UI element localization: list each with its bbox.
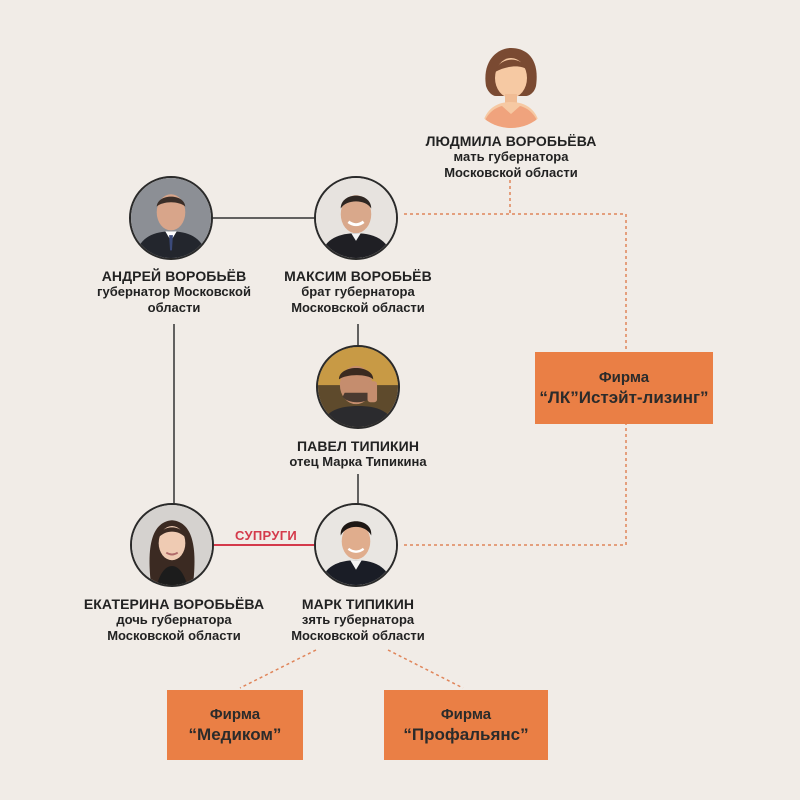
role-lyudmila-line2: Московской области <box>444 165 578 180</box>
firm-lk-label: Фирма <box>598 369 650 386</box>
role-pavel-line1: отец Марка Типикина <box>289 454 427 469</box>
role-lyudmila-line1: мать губернатора <box>453 149 569 164</box>
role-ekaterina-line1: дочь губернатора <box>116 612 232 627</box>
spouses-label: СУПРУГИ <box>235 528 298 543</box>
female-silhouette-icon <box>482 48 540 128</box>
name-ekaterina: ЕКАТЕРИНА ВОРОБЬЁВА <box>83 596 265 612</box>
man-in-suit-photo <box>131 178 211 258</box>
name-andrey: АНДРЕЙ ВОРОБЬЁВ <box>101 268 247 284</box>
link-mark-profalyans <box>387 649 464 689</box>
firm-box-lk: Фирма “ЛК”Истэйт-лизинг” <box>535 352 713 424</box>
young-man-photo <box>316 505 396 585</box>
label-andrey: АНДРЕЙ ВОРОБЬЁВ губернатор Московской об… <box>84 268 264 316</box>
label-ekaterina: ЕКАТЕРИНА ВОРОБЬЁВА дочь губернатора Мос… <box>70 596 278 644</box>
firm-medikom-name: “Медиком” <box>188 725 282 744</box>
link-lyudmila-lk <box>509 180 627 352</box>
man-on-phone-photo <box>318 347 398 427</box>
name-maksim: МАКСИМ ВОРОБЬЁВ <box>284 268 432 284</box>
role-maksim-line1: брат губернатора <box>301 284 415 299</box>
avatar-lyudmila <box>468 42 554 128</box>
role-mark-line1: зять губернатора <box>301 612 415 627</box>
label-lyudmila: ЛЮДМИЛА ВОРОБЬЁВА мать губернатора Моско… <box>400 133 622 181</box>
role-andrey-line1: губернатор Московской <box>97 284 251 299</box>
avatar-andrey <box>129 176 213 260</box>
firm-medikom-label: Фирма <box>209 706 261 723</box>
firm-box-profalyans: Фирма “Профальянс” <box>384 690 548 760</box>
firm-box-medikom: Фирма “Медиком” <box>167 690 303 760</box>
smiling-man-photo <box>316 178 396 258</box>
role-andrey-line2: области <box>147 300 201 315</box>
firm-lk-name: “ЛК”Истэйт-лизинг” <box>539 388 709 407</box>
role-maksim-line2: Московской области <box>291 300 425 315</box>
role-mark-line2: Московской области <box>291 628 425 643</box>
name-mark: МАРК ТИПИКИН <box>301 596 415 612</box>
firm-profalyans-name: “Профальянс” <box>403 725 529 744</box>
name-lyudmila: ЛЮДМИЛА ВОРОБЬЁВА <box>425 133 597 149</box>
avatar-mark <box>314 503 398 587</box>
avatar-maksim <box>314 176 398 260</box>
link-mark-lk <box>404 424 627 546</box>
avatar-pavel <box>316 345 400 429</box>
role-ekaterina-line2: Московской области <box>107 628 241 643</box>
name-pavel: ПАВЕЛ ТИПИКИН <box>296 438 420 454</box>
label-maksim: МАКСИМ ВОРОБЬЁВ брат губернатора Московс… <box>270 268 446 316</box>
label-pavel: ПАВЕЛ ТИПИКИН отец Марка Типикина <box>268 438 448 470</box>
young-woman-photo <box>132 505 212 585</box>
avatar-ekaterina <box>130 503 214 587</box>
link-mark-medikom <box>239 649 317 689</box>
firm-profalyans-label: Фирма <box>440 706 492 723</box>
label-mark: МАРК ТИПИКИН зять губернатора Московской… <box>268 596 448 644</box>
